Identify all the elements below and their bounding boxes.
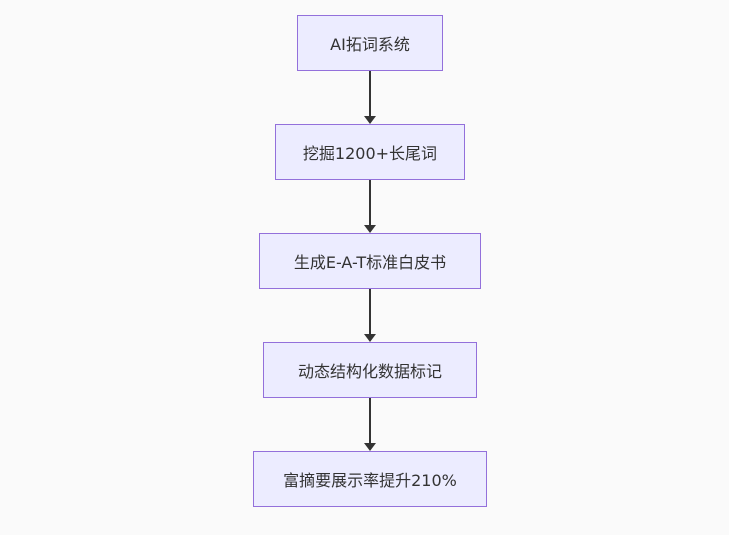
flow-arrow: [363, 289, 377, 342]
arrow-down-icon: [364, 443, 376, 451]
flow-arrow: [363, 398, 377, 451]
flow-arrow: [363, 180, 377, 233]
flow-node-structured-data-markup: 动态结构化数据标记: [263, 342, 477, 398]
flow-node-rich-snippet-result: 富摘要展示率提升210%: [253, 451, 487, 507]
flow-arrow: [363, 71, 377, 124]
arrow-line: [369, 180, 371, 227]
node-label: 富摘要展示率提升210%: [283, 471, 457, 490]
node-label: AI拓词系统: [330, 35, 410, 54]
flow-node-ai-word-expansion: AI拓词系统: [297, 15, 443, 71]
node-label: 挖掘1200+长尾词: [302, 144, 438, 163]
arrow-line: [369, 289, 371, 336]
flow-node-longtail-mining: 挖掘1200+长尾词: [275, 124, 465, 180]
flowchart: AI拓词系统 挖掘1200+长尾词 生成E-A-T标准白皮书 动态结构化数据标记: [253, 15, 487, 507]
node-label: 动态结构化数据标记: [297, 362, 442, 381]
arrow-down-icon: [364, 334, 376, 342]
arrow-line: [369, 398, 371, 445]
arrow-down-icon: [364, 116, 376, 124]
arrow-down-icon: [364, 225, 376, 233]
arrow-line: [369, 71, 371, 118]
flow-node-eat-whitepaper: 生成E-A-T标准白皮书: [259, 233, 481, 289]
node-label: 生成E-A-T标准白皮书: [293, 253, 447, 272]
